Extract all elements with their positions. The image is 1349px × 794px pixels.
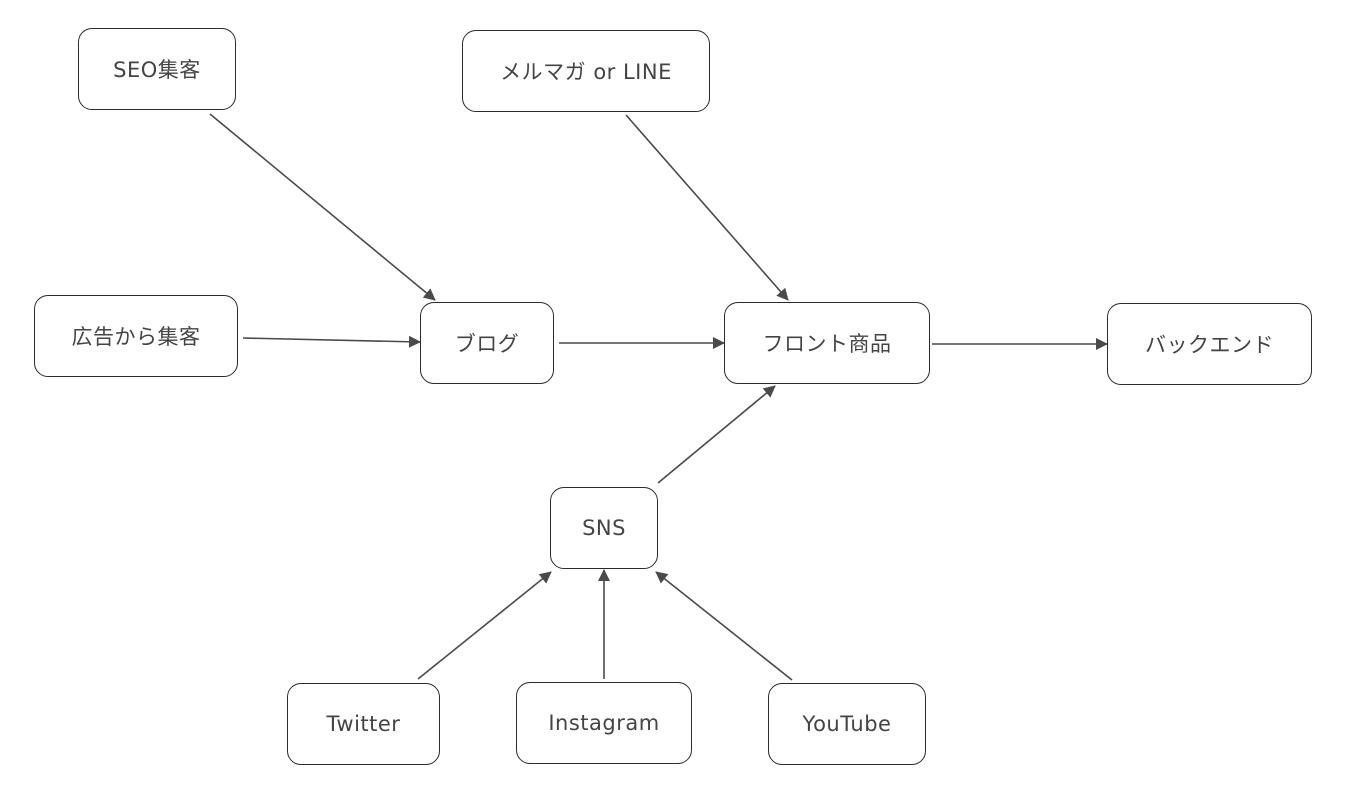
arrow-mail-to-front — [625, 114, 789, 301]
youtube-node: YouTube — [768, 683, 926, 765]
arrow-ad-to-blog — [242, 335, 421, 348]
newsletter-line-node: メルマガ or LINE — [462, 30, 710, 112]
ad-acquisition-node: 広告から集客 — [34, 295, 238, 377]
arrow-twitter-to-sns — [417, 571, 552, 680]
twitter-node: Twitter — [287, 683, 440, 765]
arrow-seo-to-blog — [209, 113, 436, 301]
seo-node: SEO集客 — [78, 28, 236, 110]
blog-node: ブログ — [420, 302, 554, 384]
arrow-youtube-to-sns — [655, 571, 793, 681]
instagram-node: Instagram — [516, 682, 692, 764]
sns-node: SNS — [550, 487, 658, 569]
arrow-sns-to-front — [657, 385, 776, 484]
front-product-node: フロント商品 — [724, 302, 930, 384]
backend-node: バックエンド — [1107, 303, 1312, 385]
